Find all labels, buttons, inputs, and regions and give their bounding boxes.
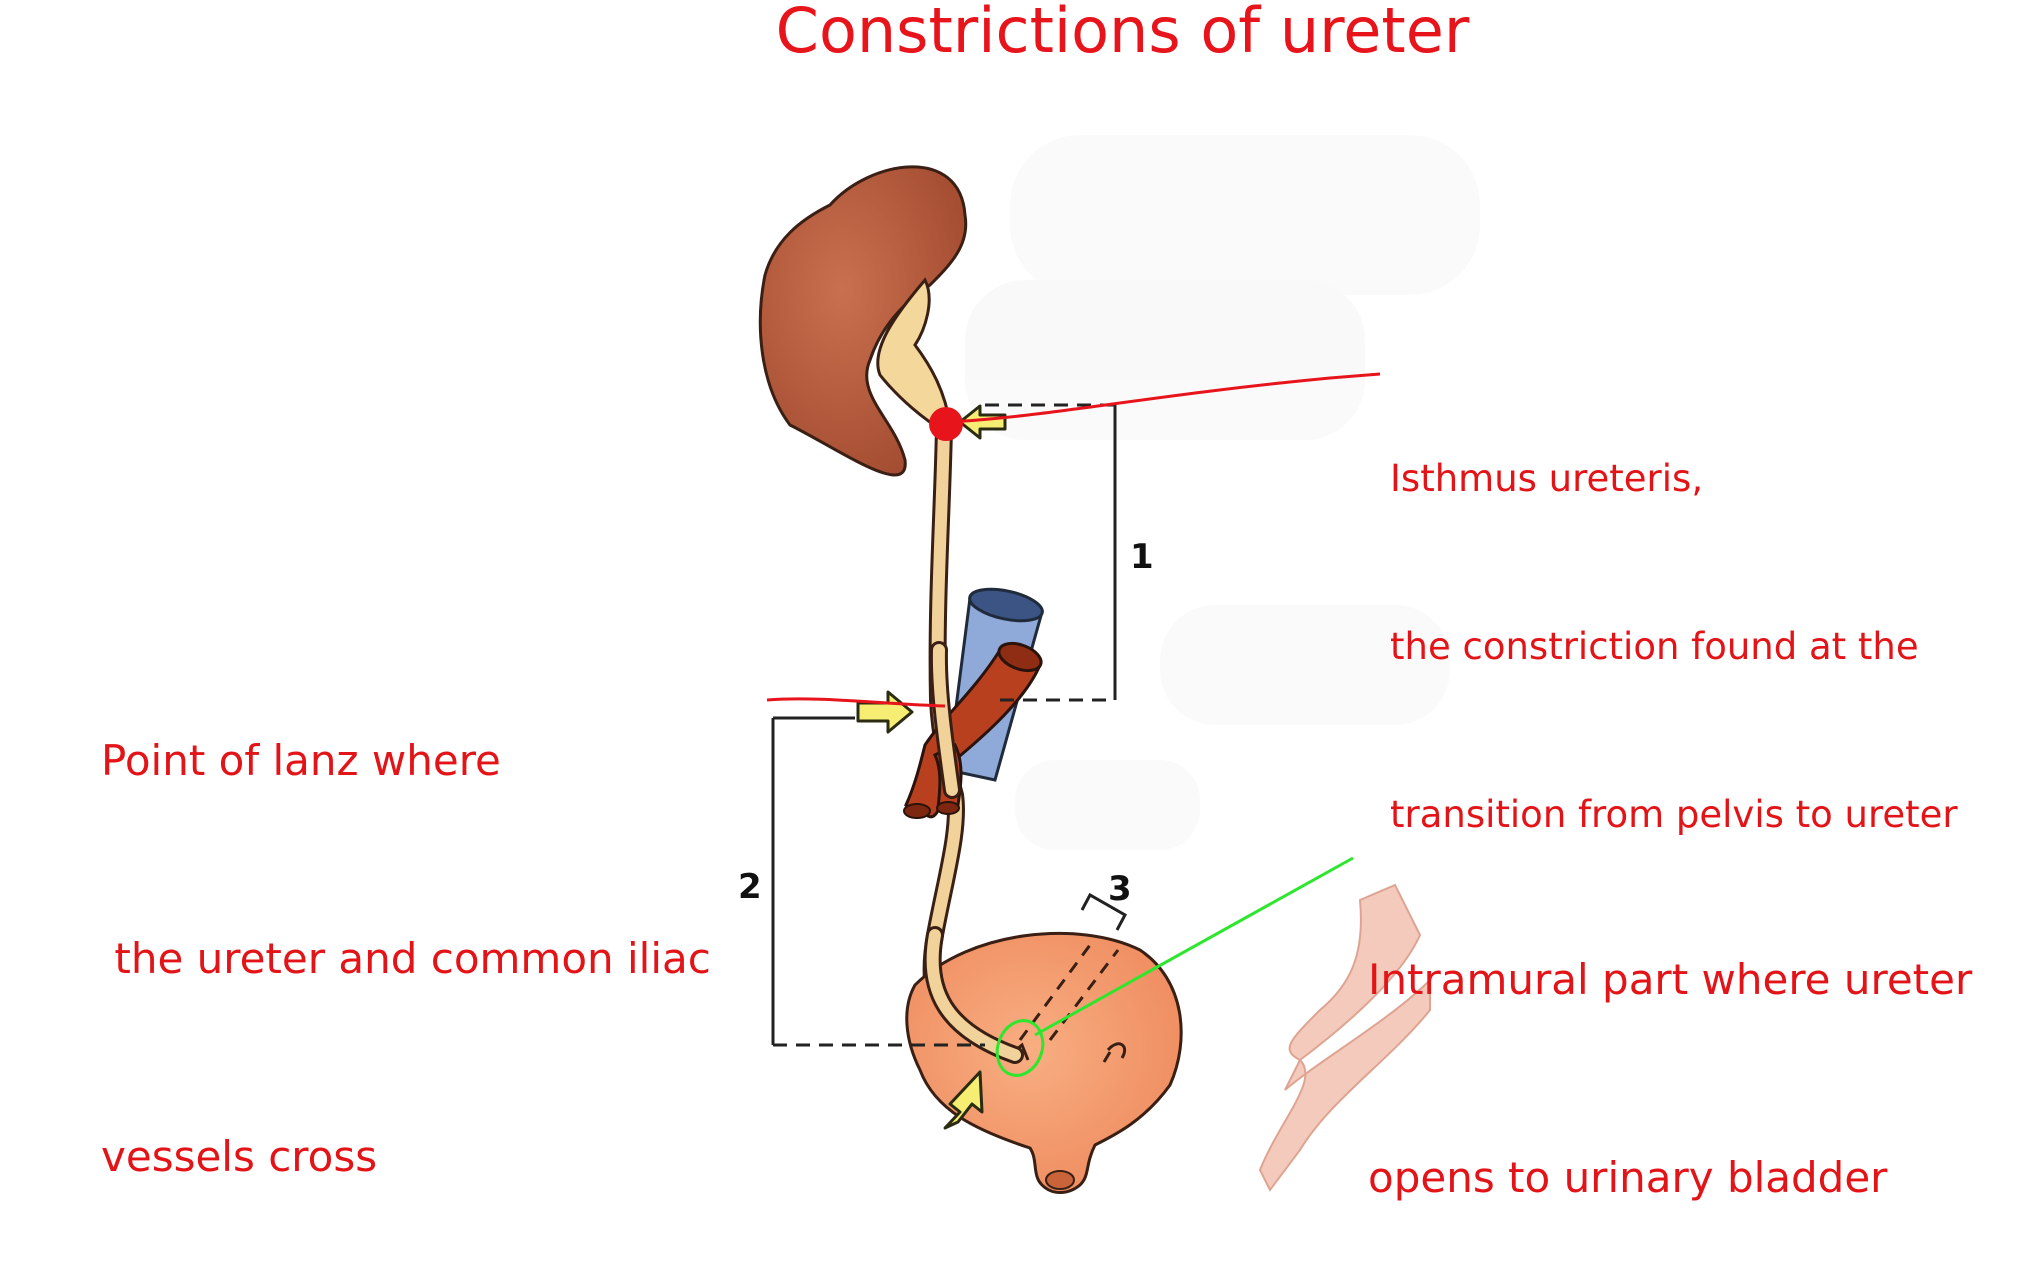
- label-isthmus-line-3: transition from pelvis to ureter: [1390, 793, 1958, 836]
- label-lanz-line-2: the ureter and common iliac: [101, 934, 711, 983]
- label-lanz-line-1: Point of lanz where: [101, 736, 501, 785]
- label-point-of-lanz: Point of lanz where the ureter and commo…: [101, 596, 711, 1256]
- bracket-1: [985, 403, 1117, 702]
- bracket-2: [771, 716, 985, 1047]
- arrow-intramural: [943, 1070, 984, 1130]
- label-intramural-part: Intramural part where ureter opens to ur…: [1368, 815, 1972, 1277]
- segment-number-2: 2: [738, 867, 762, 907]
- urinary-bladder: [905, 931, 1183, 1194]
- constriction-arrows: [856, 404, 1007, 1130]
- pointer-lanz: [766, 697, 946, 708]
- arrow-lanz: [856, 690, 914, 734]
- label-lanz-line-3: vessels cross: [101, 1132, 378, 1181]
- arrow-isthmus: [958, 404, 1007, 440]
- background-patches: [965, 135, 1480, 850]
- label-intramural-line-1: Intramural part where ureter: [1368, 955, 1973, 1004]
- pointer-intramural: [995, 856, 1354, 1077]
- page-title: Constrictions of ureter: [775, 0, 1470, 67]
- label-isthmus-ureteris: Isthmus ureteris, the constriction found…: [1390, 339, 1958, 899]
- segment-number-1: 1: [1130, 537, 1154, 577]
- label-isthmus-line-1: Isthmus ureteris,: [1390, 457, 1704, 500]
- label-intramural-line-2: opens to urinary bladder: [1368, 1153, 1888, 1202]
- label-isthmus-line-2: the constriction found at the: [1390, 625, 1919, 668]
- segment-number-3: 3: [1108, 869, 1132, 909]
- tissue-section: [1258, 883, 1431, 1192]
- pointer-isthmus: [929, 372, 1381, 441]
- ureter-diagram: 1 2 3: [738, 135, 1480, 1194]
- bracket-3: [1080, 892, 1128, 931]
